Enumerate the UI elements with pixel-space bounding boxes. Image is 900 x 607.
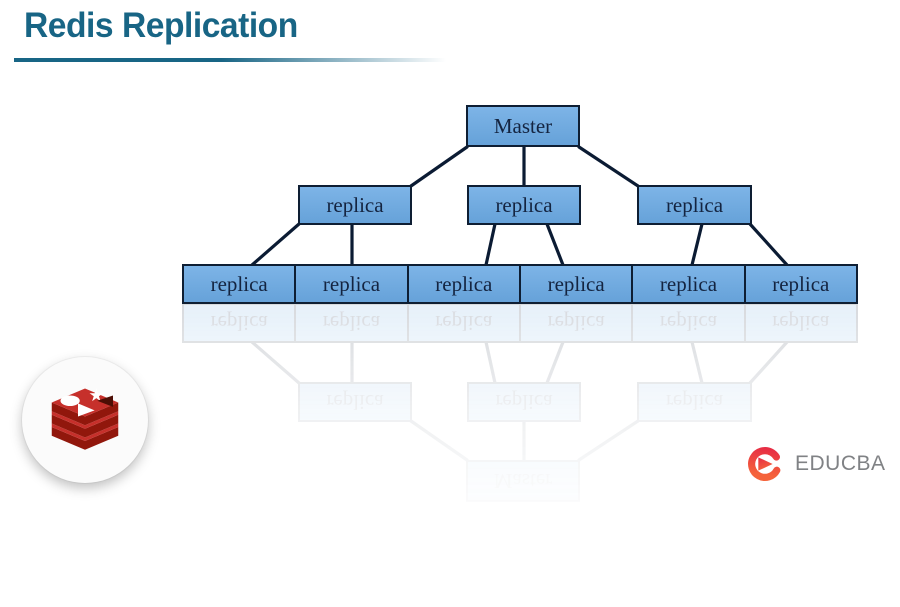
- node-replica-leaf-4: replica: [518, 266, 631, 302]
- node-replica-mid-3: replica: [637, 185, 752, 225]
- page-title: Redis Replication: [24, 6, 298, 45]
- node-replica-leaf-5: replica: [631, 305, 744, 341]
- title-underline: [14, 58, 446, 62]
- connector-lines: [250, 145, 789, 267]
- replica-bottom-row: replica replica replica replica replica …: [182, 264, 858, 304]
- svg-text:★: ★: [89, 386, 105, 406]
- replication-diagram: Master replica replica replica replica r…: [182, 105, 858, 304]
- node-replica-leaf-2: replica: [294, 305, 407, 341]
- educba-wordmark: EDUCBA: [795, 452, 886, 475]
- node-replica-mid-2: replica: [467, 382, 581, 422]
- node-replica-leaf-1: replica: [210, 311, 268, 336]
- node-replica-leaf-1: replica: [210, 271, 268, 296]
- node-replica-leaf-3: replica: [406, 266, 519, 302]
- educba-logo: EDUCBA: [744, 443, 886, 485]
- page: { "header": { "title": "Redis Replicatio…: [14, 6, 886, 502]
- node-replica-leaf-6: replica: [743, 266, 856, 302]
- node-replica-leaf-2: replica: [294, 266, 406, 302]
- node-replica-leaf-6: replica: [743, 305, 856, 341]
- educba-e-icon: [748, 447, 782, 481]
- redis-logo-badge: ★: [22, 357, 148, 483]
- node-master: Master: [466, 460, 580, 502]
- node-replica-mid-1: replica: [298, 382, 412, 422]
- node-master: Master: [466, 105, 580, 147]
- redis-cube-icon: ★: [51, 386, 119, 450]
- node-replica-leaf-4: replica: [518, 305, 632, 341]
- node-replica-leaf-5: replica: [631, 266, 743, 302]
- node-replica-mid-2: replica: [467, 185, 581, 225]
- node-replica-mid-1: replica: [298, 185, 412, 225]
- node-replica-leaf-3: replica: [406, 305, 519, 341]
- node-replica-mid-3: replica: [637, 382, 752, 422]
